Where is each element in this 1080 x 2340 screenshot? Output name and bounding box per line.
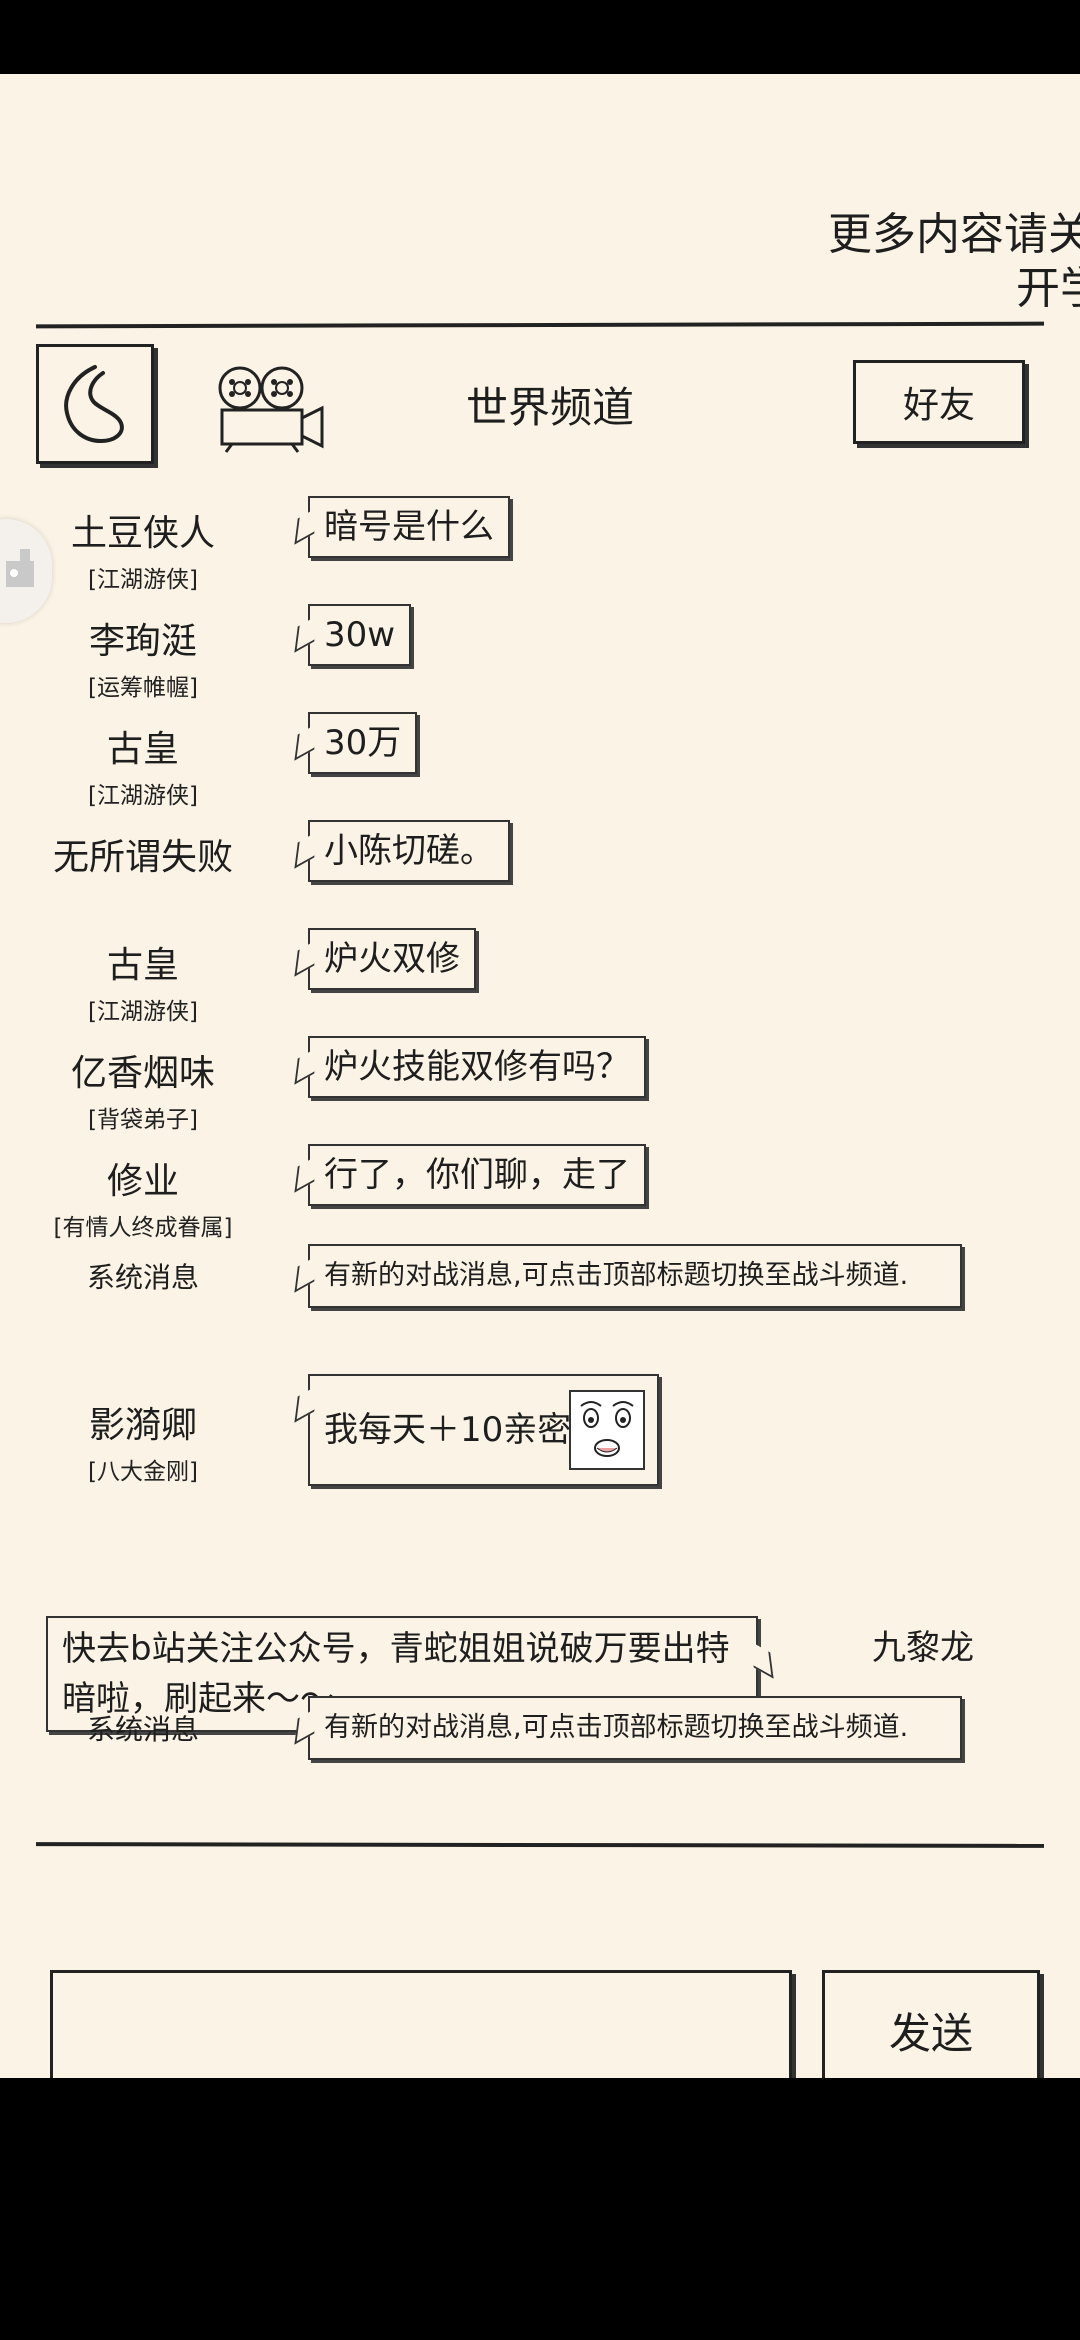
- channel-title[interactable]: 世界频道: [465, 383, 634, 432]
- notice-line-2: 开学: [1016, 263, 1080, 314]
- sender-name[interactable]: 古皇: [106, 945, 179, 986]
- message-bubble: 30w: [308, 604, 412, 666]
- sender-name[interactable]: 亿香烟味: [70, 1053, 215, 1094]
- sender-title: [有情人终成眷属]: [53, 1215, 233, 1241]
- robot-icon: [6, 549, 34, 587]
- sender-title: [八大金刚]: [88, 1459, 198, 1485]
- message-input[interactable]: [50, 1970, 792, 2078]
- sender-name[interactable]: 影漪卿: [88, 1405, 197, 1446]
- send-button[interactable]: 发送: [822, 1970, 1040, 2078]
- sender-name[interactable]: 古皇: [106, 729, 179, 770]
- message-bubble: 暗号是什么: [308, 496, 510, 558]
- message-bubble: 行了，你们聊，走了: [308, 1144, 646, 1206]
- message-bubble: 小陈切磋。: [308, 820, 510, 882]
- film-camera-icon[interactable]: [212, 362, 328, 454]
- chat-screen: 更多内容请关 开学 世界频道 好友 土豆侠人 [江湖游侠] 暗号是什么: [0, 74, 1080, 2078]
- back-arrow-icon: [64, 365, 124, 444]
- sender-title: [江湖游侠]: [88, 783, 198, 809]
- notice-line-1: 更多内容请关: [828, 209, 1080, 260]
- system-message-bubble: 有新的对战消息,可点击顶部标题切换至战斗频道.: [308, 1696, 962, 1760]
- smiling-face-emoji-icon: [569, 1390, 646, 1470]
- back-button[interactable]: [36, 344, 154, 464]
- sender-name[interactable]: 修业: [106, 1161, 179, 1202]
- message-text: 我每天＋10亲密: [324, 1410, 572, 1450]
- sender-title: [背袋弟子]: [88, 1107, 198, 1133]
- header-divider: [35, 321, 1045, 329]
- sender-title: [江湖游侠]: [88, 567, 198, 593]
- friends-button[interactable]: 好友: [853, 360, 1025, 444]
- sender-title: [江湖游侠]: [88, 999, 198, 1025]
- system-message-bubble: 有新的对战消息,可点击顶部标题切换至战斗频道.: [308, 1244, 962, 1308]
- message-bubble: 炉火双修: [308, 928, 476, 990]
- composer-divider: [35, 1842, 1045, 1848]
- sender-title: [运筹帷幄]: [88, 675, 198, 701]
- message-bubble: 炉火技能双修有吗？: [308, 1036, 646, 1098]
- sender-name: 系统消息: [86, 1713, 199, 1746]
- my-sender-name[interactable]: 九黎龙: [872, 1628, 974, 1668]
- sender-name[interactable]: 无所谓失败: [52, 837, 233, 878]
- message-bubble: 30万: [308, 712, 418, 774]
- message-bubble: 我每天＋10亲密: [308, 1374, 660, 1486]
- sender-name[interactable]: 李珣涏: [88, 621, 197, 662]
- sender-name[interactable]: 土豆侠人: [70, 513, 215, 554]
- sender-name: 系统消息: [86, 1261, 199, 1294]
